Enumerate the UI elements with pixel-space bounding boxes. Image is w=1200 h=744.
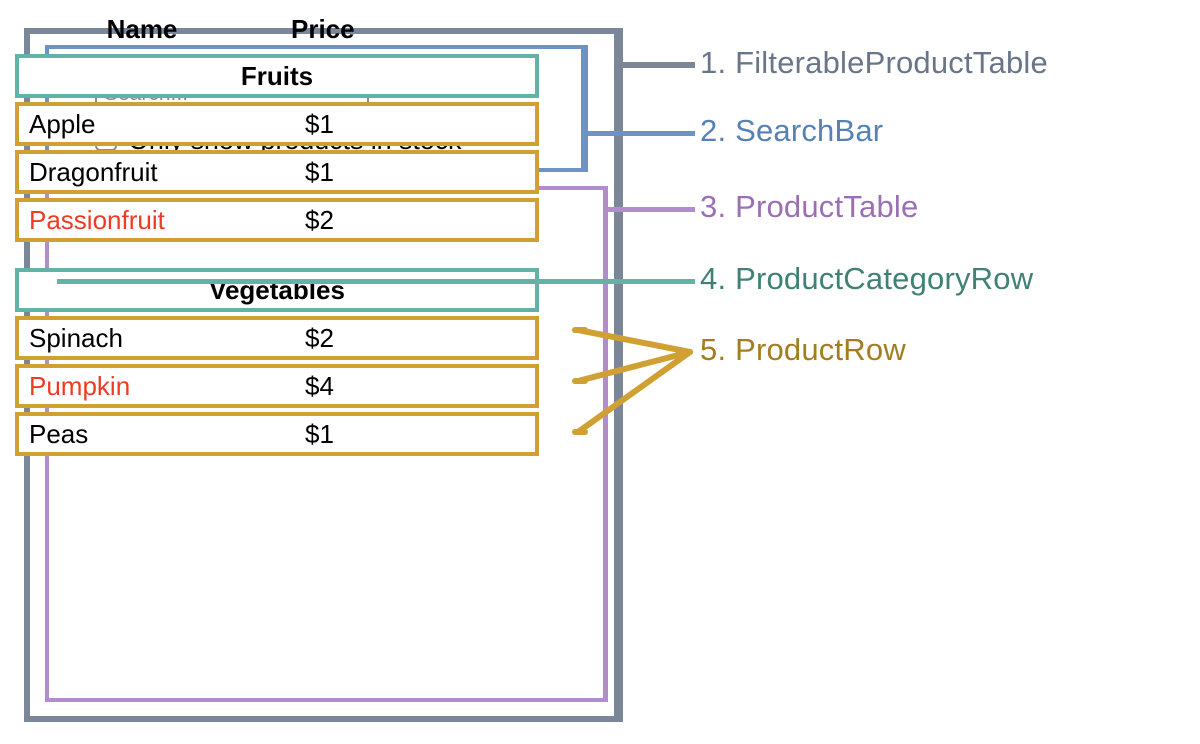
legend-item-product-table: 3. ProductTable: [700, 189, 919, 224]
product-row[interactable]: Passionfruit $2: [15, 198, 539, 242]
product-category-label: Fruits: [240, 60, 314, 91]
legend-item-product-category-row: 4. ProductCategoryRow: [700, 261, 1034, 296]
product-row[interactable]: Peas $1: [15, 412, 539, 456]
product-row[interactable]: Pumpkin $4: [15, 364, 539, 408]
product-category-row: Fruits: [15, 54, 539, 98]
product-price: $1: [305, 108, 334, 139]
product-row[interactable]: Spinach $2: [15, 316, 539, 360]
column-header-name: Name: [106, 13, 178, 44]
legend-item-product-row: 5. ProductRow: [700, 332, 906, 367]
product-price: $2: [305, 322, 334, 353]
product-table-rows: Fruits Apple $1 Dragonfruit $1 Passionfr…: [15, 54, 539, 460]
product-price: $2: [305, 204, 334, 235]
product-name: Pumpkin: [29, 370, 131, 401]
legend-item-search-bar: 2. SearchBar: [700, 113, 884, 148]
product-table-header-row: Name Price: [11, 10, 539, 48]
product-price: $4: [305, 370, 334, 401]
product-row[interactable]: Dragonfruit $1: [15, 150, 539, 194]
product-name: Passionfruit: [29, 204, 165, 235]
leader-line-product-table: [603, 207, 695, 212]
product-name: Peas: [29, 418, 89, 449]
leader-line-search-bar-vertical: [583, 45, 588, 172]
product-name: Spinach: [29, 322, 123, 353]
product-category-row: Vegetables: [15, 268, 539, 312]
product-row[interactable]: Apple $1: [15, 102, 539, 146]
leader-line-product-category-row: [57, 279, 695, 284]
product-price: $1: [305, 418, 334, 449]
leader-line-product-table-vertical: [603, 186, 608, 702]
product-name: Apple: [29, 108, 96, 139]
leader-line-search-bar: [583, 131, 695, 136]
leader-line-filterable-product-table: [623, 62, 695, 68]
product-price: $1: [305, 156, 334, 187]
legend-item-filterable-product-table: 1. FilterableProductTable: [700, 45, 1048, 80]
category-spacer: [15, 246, 539, 268]
product-name: Dragonfruit: [29, 156, 158, 187]
column-header-price: Price: [291, 13, 355, 44]
